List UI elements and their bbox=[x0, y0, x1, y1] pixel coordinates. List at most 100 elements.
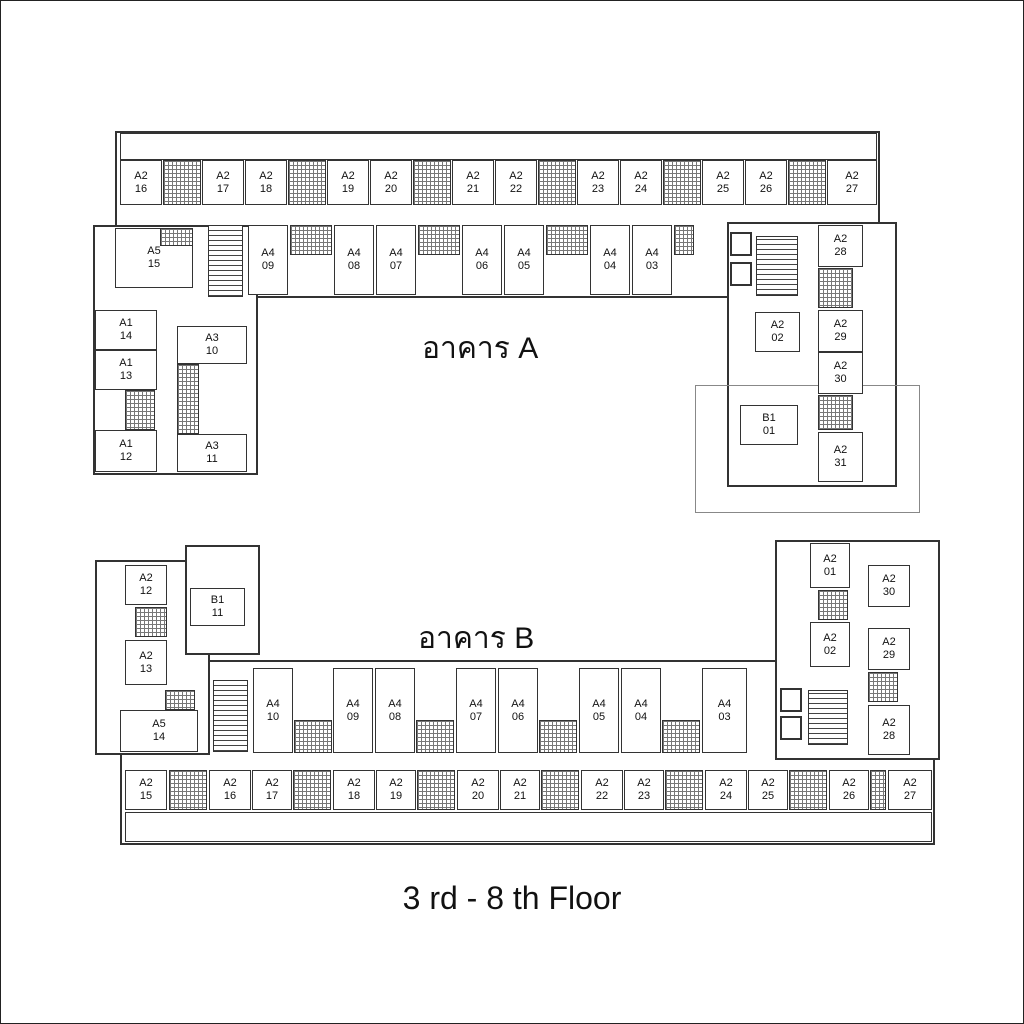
bathroom bbox=[665, 770, 703, 810]
unit-a2-19[interactable]: A2 19 bbox=[327, 160, 369, 205]
unit-label: A4 05 bbox=[592, 697, 606, 723]
bathroom bbox=[788, 160, 826, 205]
unit-label: A4 06 bbox=[475, 247, 489, 272]
unit-a2-16[interactable]: A2 16 bbox=[120, 160, 162, 205]
unit-a4-03[interactable]: A4 03 bbox=[632, 225, 672, 295]
unit-a3-10[interactable]: A3 10 bbox=[177, 326, 247, 364]
unit-label: A2 22 bbox=[509, 169, 523, 195]
unit-label: A2 16 bbox=[223, 777, 237, 802]
unit-a2-13[interactable]: A2 13 bbox=[125, 640, 167, 685]
bathroom bbox=[413, 160, 451, 205]
unit-a2-17[interactable]: A2 17 bbox=[252, 770, 292, 810]
unit-a4-09[interactable]: A4 09 bbox=[248, 225, 288, 295]
unit-a4-04[interactable]: A4 04 bbox=[590, 225, 630, 295]
unit-a2-29[interactable]: A2 29 bbox=[868, 628, 910, 670]
unit-a4-07[interactable]: A4 07 bbox=[456, 668, 496, 753]
unit-label: A2 29 bbox=[882, 636, 896, 661]
building-a-terrace-outline bbox=[695, 385, 920, 513]
unit-a2-25[interactable]: A2 25 bbox=[748, 770, 788, 810]
unit-label: A4 05 bbox=[517, 247, 531, 272]
unit-a2-24[interactable]: A2 24 bbox=[620, 160, 662, 205]
unit-label: A4 07 bbox=[469, 697, 483, 723]
stairwell bbox=[208, 225, 243, 297]
unit-a3-11[interactable]: A3 11 bbox=[177, 434, 247, 472]
unit-b1-01[interactable]: B1 01 bbox=[740, 405, 798, 445]
unit-a2-21[interactable]: A2 21 bbox=[452, 160, 494, 205]
unit-a2-12[interactable]: A2 12 bbox=[125, 565, 167, 605]
unit-label: A2 24 bbox=[634, 169, 648, 195]
unit-a2-22[interactable]: A2 22 bbox=[495, 160, 537, 205]
bathroom bbox=[818, 395, 853, 430]
unit-a4-08[interactable]: A4 08 bbox=[334, 225, 374, 295]
unit-a1-13[interactable]: A1 13 bbox=[95, 350, 157, 390]
bathroom bbox=[288, 160, 326, 205]
unit-a5-14[interactable]: A5 14 bbox=[120, 710, 198, 752]
unit-label: A2 27 bbox=[903, 777, 917, 802]
unit-a4-08[interactable]: A4 08 bbox=[375, 668, 415, 753]
unit-label: A2 20 bbox=[471, 777, 485, 802]
unit-a2-30[interactable]: A2 30 bbox=[868, 565, 910, 607]
stairwell bbox=[213, 680, 248, 752]
bathroom bbox=[541, 770, 579, 810]
unit-a4-03[interactable]: A4 03 bbox=[702, 668, 747, 753]
unit-a2-20[interactable]: A2 20 bbox=[457, 770, 499, 810]
unit-a2-28[interactable]: A2 28 bbox=[818, 225, 863, 267]
unit-label: A2 26 bbox=[759, 169, 773, 195]
stairwell bbox=[756, 236, 798, 296]
unit-a1-14[interactable]: A1 14 bbox=[95, 310, 157, 350]
unit-a2-26[interactable]: A2 26 bbox=[745, 160, 787, 205]
unit-a2-18[interactable]: A2 18 bbox=[333, 770, 375, 810]
unit-a2-02[interactable]: A2 02 bbox=[810, 622, 850, 667]
unit-a2-25[interactable]: A2 25 bbox=[702, 160, 744, 205]
unit-label: A2 29 bbox=[833, 318, 848, 343]
unit-b1-11[interactable]: B1 11 bbox=[190, 588, 245, 626]
unit-a2-17[interactable]: A2 17 bbox=[202, 160, 244, 205]
unit-label: A2 17 bbox=[216, 169, 230, 195]
unit-a2-22[interactable]: A2 22 bbox=[581, 770, 623, 810]
unit-a4-06[interactable]: A4 06 bbox=[462, 225, 502, 295]
unit-a4-05[interactable]: A4 05 bbox=[579, 668, 619, 753]
unit-label: A2 18 bbox=[259, 169, 273, 195]
elevator bbox=[780, 716, 802, 740]
unit-a2-16[interactable]: A2 16 bbox=[209, 770, 251, 810]
elevator bbox=[730, 262, 752, 286]
unit-a2-15[interactable]: A2 15 bbox=[125, 770, 167, 810]
unit-a2-31[interactable]: A2 31 bbox=[818, 432, 863, 482]
unit-a2-23[interactable]: A2 23 bbox=[624, 770, 664, 810]
unit-a2-21[interactable]: A2 21 bbox=[500, 770, 540, 810]
unit-a2-24[interactable]: A2 24 bbox=[705, 770, 747, 810]
unit-a2-01[interactable]: A2 01 bbox=[810, 543, 850, 588]
unit-a2-20[interactable]: A2 20 bbox=[370, 160, 412, 205]
unit-label: A2 25 bbox=[716, 169, 730, 195]
unit-a4-10[interactable]: A4 10 bbox=[253, 668, 293, 753]
unit-a4-07[interactable]: A4 07 bbox=[376, 225, 416, 295]
bathroom bbox=[538, 160, 576, 205]
unit-label: A2 13 bbox=[139, 649, 153, 675]
unit-a2-27[interactable]: A2 27 bbox=[888, 770, 932, 810]
bathroom bbox=[169, 770, 207, 810]
unit-a2-19[interactable]: A2 19 bbox=[376, 770, 416, 810]
unit-label: A2 22 bbox=[595, 777, 609, 802]
bathroom bbox=[290, 225, 332, 255]
unit-label: A4 09 bbox=[261, 247, 275, 272]
unit-a2-29[interactable]: A2 29 bbox=[818, 310, 863, 352]
unit-a2-02[interactable]: A2 02 bbox=[755, 312, 800, 352]
unit-label: A5 15 bbox=[147, 245, 161, 270]
unit-a2-28[interactable]: A2 28 bbox=[868, 705, 910, 755]
unit-a4-05[interactable]: A4 05 bbox=[504, 225, 544, 295]
unit-label: A2 18 bbox=[347, 777, 361, 802]
unit-a2-23[interactable]: A2 23 bbox=[577, 160, 619, 205]
unit-a2-27[interactable]: A2 27 bbox=[827, 160, 877, 205]
unit-a4-09[interactable]: A4 09 bbox=[333, 668, 373, 753]
unit-label: A4 10 bbox=[266, 697, 280, 723]
bathroom bbox=[546, 225, 588, 255]
unit-a4-06[interactable]: A4 06 bbox=[498, 668, 538, 753]
unit-a1-12[interactable]: A1 12 bbox=[95, 430, 157, 472]
unit-a4-04[interactable]: A4 04 bbox=[621, 668, 661, 753]
unit-a2-26[interactable]: A2 26 bbox=[829, 770, 869, 810]
unit-label: A4 03 bbox=[717, 697, 732, 723]
unit-a2-18[interactable]: A2 18 bbox=[245, 160, 287, 205]
unit-label: A2 15 bbox=[139, 777, 153, 802]
unit-a2-30[interactable]: A2 30 bbox=[818, 352, 863, 394]
bathroom bbox=[818, 590, 848, 620]
